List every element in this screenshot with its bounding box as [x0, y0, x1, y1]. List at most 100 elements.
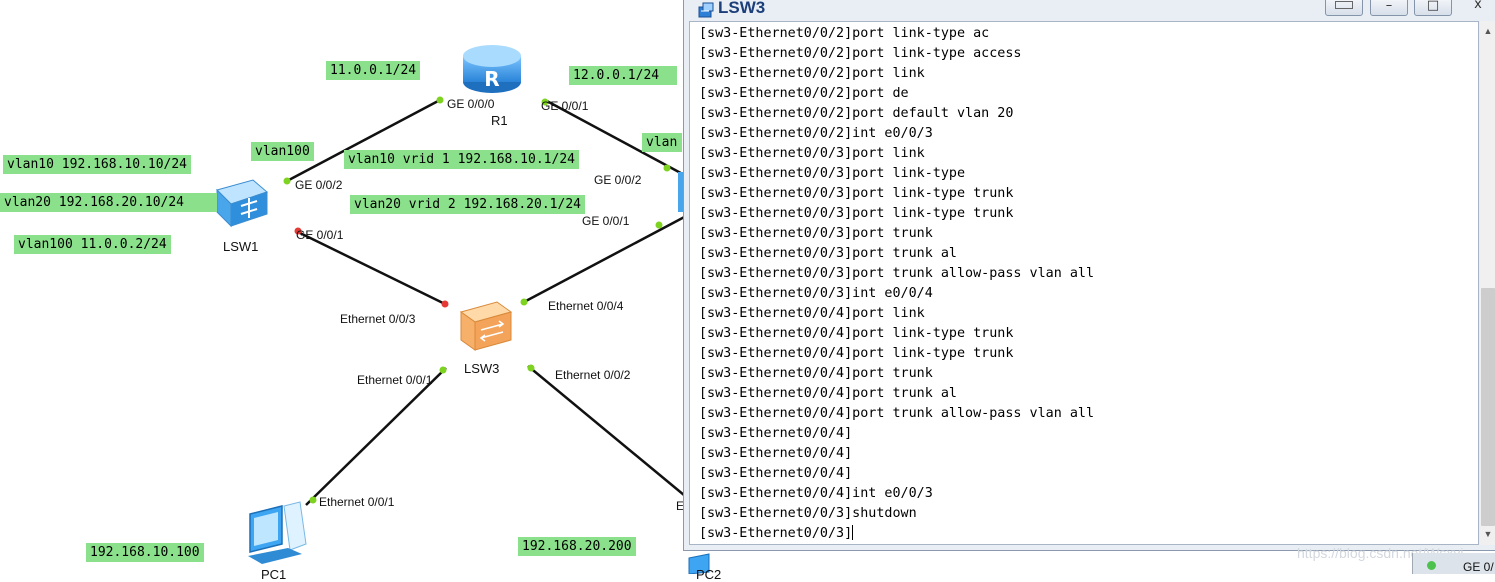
- note-vlan20-ip[interactable]: vlan20 192.168.20.10/24: [0, 193, 217, 212]
- terminal-window[interactable]: LSW3 – □ x [sw3-Ethernet0/0/2]port link-…: [683, 0, 1495, 551]
- port-label-pc1-e001: Ethernet 0/0/1: [319, 495, 395, 509]
- console-line: [sw3-Ethernet0/0/4]int e0/0/3: [699, 486, 933, 501]
- link-lsw3-pc2[interactable]: [527, 365, 691, 501]
- console-line: [sw3-Ethernet0/0/3]port link-type: [699, 166, 966, 181]
- port-dot-lsw2-ge002: [663, 164, 671, 172]
- device-label-pc2: PC2: [696, 567, 722, 582]
- console-line: [sw3-Ethernet0/0/4]: [699, 446, 853, 461]
- port-label-lsw2-ge001: GE 0/0/1: [582, 214, 630, 228]
- pc-icon: [688, 553, 710, 575]
- port-label-lsw1-ge002: GE 0/0/2: [295, 178, 343, 192]
- note-vlan10-ip[interactable]: vlan10 192.168.10.10/24: [3, 155, 192, 174]
- console-line: [sw3-Ethernet0/0/3]port link: [699, 146, 925, 161]
- port-dot-r1-ge001: [541, 98, 549, 106]
- router-r1[interactable]: R: [461, 44, 523, 96]
- help-icon: [1335, 1, 1353, 9]
- maximize-button[interactable]: □: [1414, 0, 1452, 16]
- console-line: [sw3-Ethernet0/0/3]port trunk allow-pass…: [699, 266, 1095, 281]
- port-label-r1-ge000: GE 0/0/0: [447, 97, 495, 111]
- switch-lsw2[interactable]: [678, 172, 686, 212]
- port-label-lsw2-ge002: GE 0/0/2: [594, 173, 642, 187]
- console-line: [sw3-Ethernet0/0/2]int e0/0/3: [699, 126, 933, 141]
- window-title: LSW3: [718, 0, 766, 17]
- console-line: [sw3-Ethernet0/0/3]port link-type trunk: [699, 206, 1014, 221]
- help-button[interactable]: [1325, 0, 1363, 16]
- port-dot-pc1-e001: [309, 496, 317, 504]
- device-label-lsw3: LSW3: [464, 361, 500, 376]
- note-lsw2-partial[interactable]: vlan: [642, 133, 682, 152]
- port-dot-lsw2-ge001: [655, 221, 663, 229]
- port-status-label: GE 0/: [1463, 560, 1494, 574]
- port-dot-r1-ge000: [436, 96, 444, 104]
- port-label-pc2-partial: E: [676, 499, 685, 513]
- close-button[interactable]: x: [1474, 0, 1482, 12]
- note-vrid1[interactable]: vlan10 vrid 1 192.168.10.1/24: [344, 150, 579, 169]
- pc-icon: [248, 501, 307, 564]
- console-line: [sw3-Ethernet0/0/3]shutdown: [699, 506, 917, 521]
- port-dot-lsw1-ge002: [283, 177, 291, 185]
- scroll-down-arrow-icon[interactable]: ▼: [1483, 529, 1493, 539]
- console-line: [sw3-Ethernet0/0/4]: [699, 426, 853, 441]
- port-label-lsw3-e003: Ethernet 0/0/3: [340, 312, 416, 326]
- console-line: [sw3-Ethernet0/0/4]: [699, 466, 853, 481]
- title-bar[interactable]: LSW3 – □ x: [684, 0, 1495, 21]
- link-lsw1-lsw3[interactable]: [297, 230, 446, 306]
- switch-lsw3[interactable]: [457, 300, 513, 352]
- port-dot-lsw1-ge001: [294, 227, 302, 235]
- console-line: [sw3-Ethernet0/0/3]int e0/0/4: [699, 286, 933, 301]
- status-dot-icon: [1427, 561, 1436, 570]
- console-line: [sw3-Ethernet0/0/3]port link-type trunk: [699, 186, 1014, 201]
- minimize-button[interactable]: –: [1370, 0, 1408, 16]
- scrollbar-thumb[interactable]: [1481, 288, 1495, 526]
- console-line: [sw3-Ethernet0/0/4]port trunk allow-pass…: [699, 406, 1095, 421]
- link-lsw3-pc1[interactable]: [305, 367, 447, 506]
- note-vrid2[interactable]: vlan20 vrid 2 192.168.20.1/24: [350, 195, 585, 214]
- note-vlan100-tag[interactable]: vlan100: [251, 142, 314, 161]
- scroll-up-arrow-icon[interactable]: ▲: [1483, 26, 1493, 36]
- port-dot-lsw3-e002: [527, 364, 535, 372]
- console-line: [sw3-Ethernet0/0/4]port link: [699, 306, 925, 321]
- pc-pc1[interactable]: [244, 500, 308, 570]
- port-status-panel[interactable]: GE 0/: [1412, 553, 1495, 574]
- note-r1-left-ip[interactable]: 11.0.0.1/24: [326, 61, 421, 80]
- switch-icon: [459, 301, 513, 351]
- console-line: [sw3-Ethernet0/0/4]port trunk al: [699, 386, 957, 401]
- console-output[interactable]: [sw3-Ethernet0/0/2]port link-type ac [sw…: [689, 21, 1479, 545]
- console-line: [sw3-Ethernet0/0/4]port trunk: [699, 366, 933, 381]
- note-pc2-ip[interactable]: 192.168.20.200: [518, 537, 636, 556]
- console-prompt: [sw3-Ethernet0/0/3]: [699, 526, 853, 541]
- console-line: [sw3-Ethernet0/0/3]port trunk al: [699, 246, 957, 261]
- console-line: [sw3-Ethernet0/0/2]port link-type access: [699, 46, 1022, 61]
- terminal-app-icon: [698, 2, 714, 18]
- switch-lsw1[interactable]: [213, 176, 269, 228]
- router-icon: R: [463, 45, 521, 93]
- port-label-lsw1-ge001: GE 0/0/1: [296, 228, 344, 242]
- console-line: [sw3-Ethernet0/0/2]port de: [699, 86, 909, 101]
- port-label-lsw3-e004: Ethernet 0/0/4: [548, 299, 624, 313]
- port-label-lsw3-e002: Ethernet 0/0/2: [555, 368, 631, 382]
- link-lsw2-lsw3[interactable]: [523, 212, 691, 304]
- console-prompt-line[interactable]: [sw3-Ethernet0/0/3]: [699, 524, 1094, 544]
- link-lsw1-r1[interactable]: [286, 98, 441, 183]
- note-vlan100-ip[interactable]: vlan100 11.0.0.2/24: [14, 235, 171, 254]
- console-line: [sw3-Ethernet0/0/4]port link-type trunk: [699, 326, 1014, 341]
- port-dot-lsw3-e004: [520, 298, 528, 306]
- note-r1-right-ip[interactable]: 12.0.0.1/24: [569, 66, 677, 85]
- pc-pc2[interactable]: [687, 552, 711, 575]
- device-label-r1: R1: [491, 113, 508, 128]
- vertical-scrollbar[interactable]: ▲ ▼: [1480, 21, 1495, 545]
- console-line: [sw3-Ethernet0/0/3]port trunk: [699, 226, 933, 241]
- device-label-pc1: PC1: [261, 567, 287, 582]
- console-line: [sw3-Ethernet0/0/2]port link-type ac: [699, 26, 990, 41]
- port-label-r1-ge001: GE 0/0/1: [541, 99, 589, 113]
- switch-icon: [216, 179, 268, 228]
- port-label-lsw3-e001: Ethernet 0/0/1: [357, 373, 433, 387]
- svg-text:R: R: [484, 67, 499, 91]
- console-text: [sw3-Ethernet0/0/2]port link-type ac [sw…: [699, 24, 1094, 544]
- console-line: [sw3-Ethernet0/0/4]port link-type trunk: [699, 346, 1014, 361]
- port-dot-lsw3-e003: [441, 300, 449, 308]
- text-caret: [852, 525, 854, 540]
- note-pc1-ip[interactable]: 192.168.10.100: [86, 543, 204, 562]
